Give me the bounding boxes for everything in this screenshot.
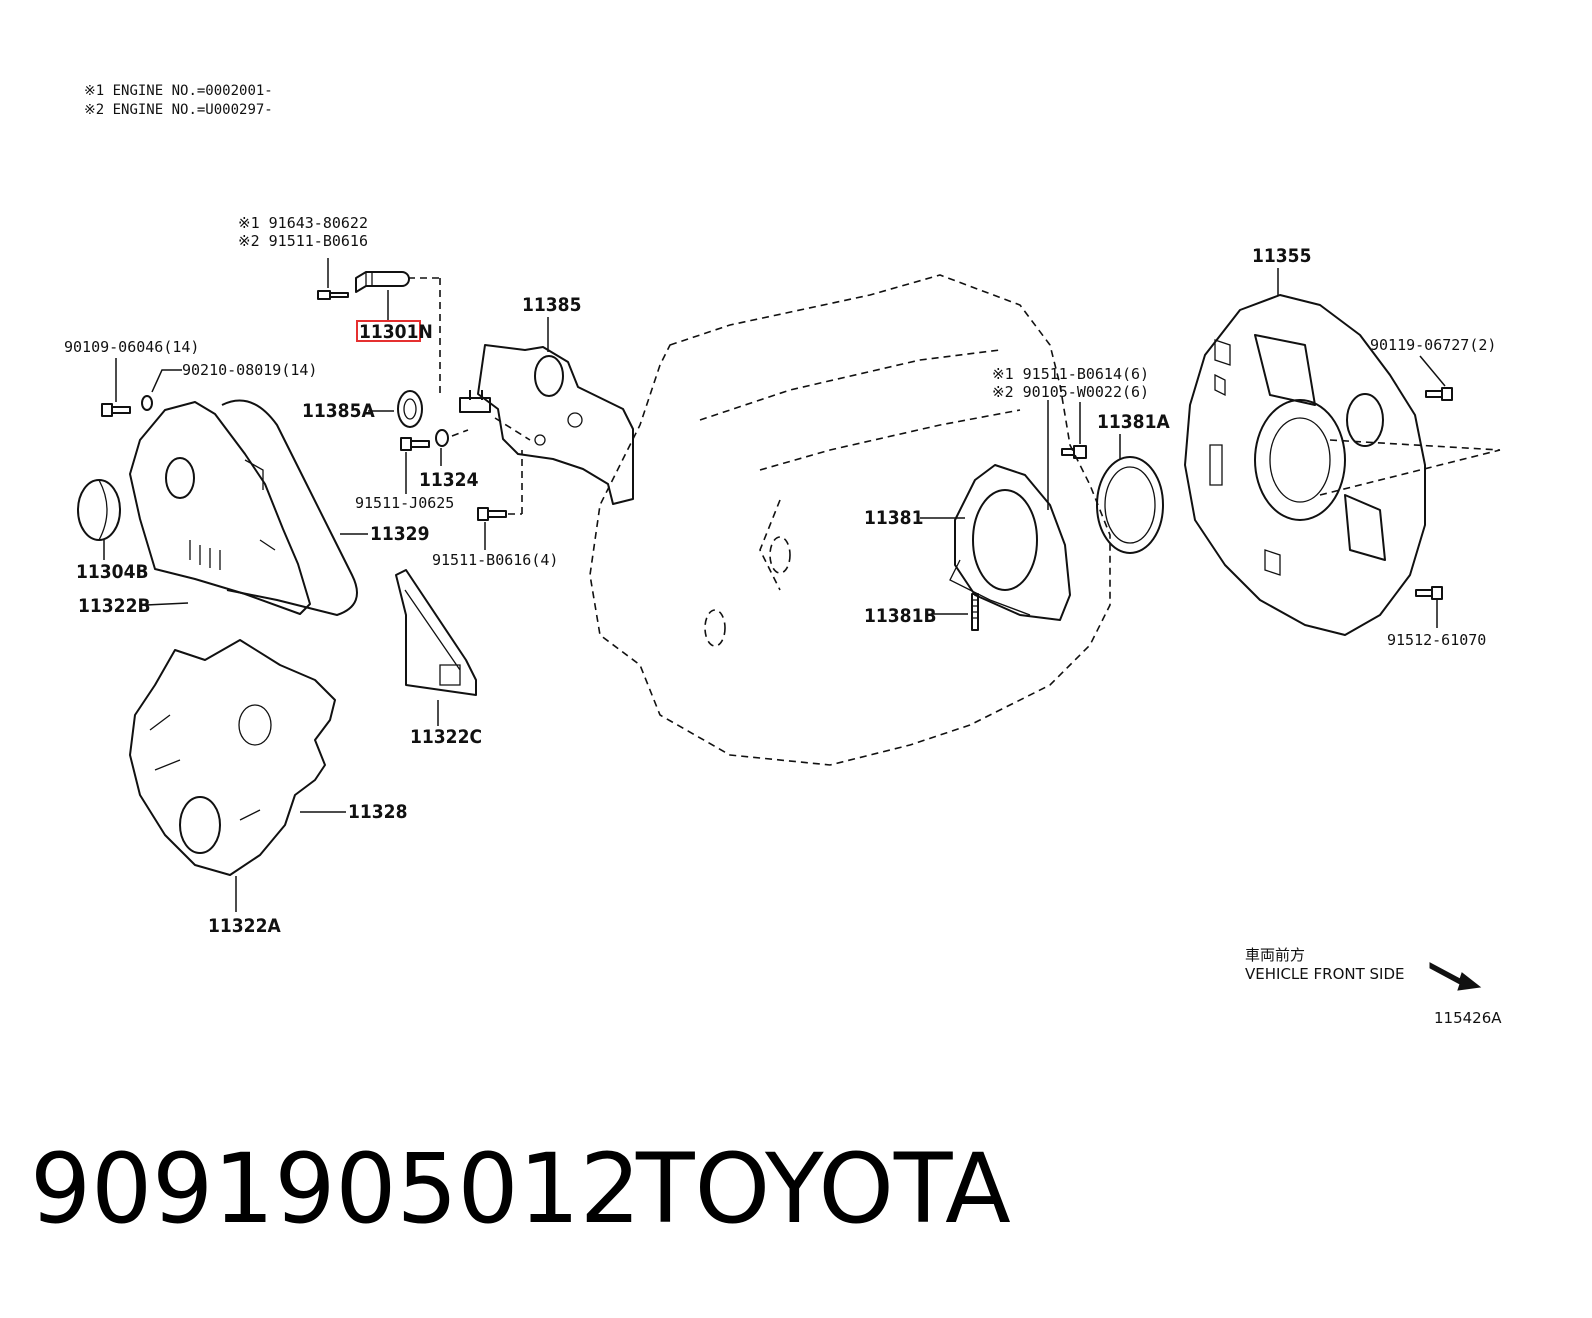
part-number-caption: 9091905012	[30, 1133, 641, 1245]
illustration-id: 115426A	[1434, 1009, 1502, 1027]
engine-block-icon	[589, 274, 1111, 766]
label-11322A[interactable]: 11322A	[208, 915, 281, 937]
label-11381A[interactable]: 11381A	[1097, 411, 1170, 433]
engine-note-2: ※2 ENGINE NO.=U000297-	[84, 102, 273, 118]
label-91643-80622[interactable]: ※1 91643-80622	[238, 214, 368, 232]
label-11304B[interactable]: 11304B	[76, 561, 149, 583]
label-11322C[interactable]: 11322C	[410, 726, 482, 748]
small-bolt-icon	[317, 258, 349, 300]
highlight-box	[356, 320, 421, 342]
end-plate-icon	[1184, 294, 1501, 636]
label-11322B[interactable]: 11322B	[78, 595, 151, 617]
cover-gasket-icon	[221, 399, 358, 616]
washer-icon-90210	[141, 395, 153, 411]
label-91511-B0616[interactable]: ※2 91511-B0616	[238, 232, 368, 250]
stud-icon	[971, 593, 979, 631]
rear-oil-seal-icon	[1096, 456, 1164, 554]
spacer-icon	[435, 429, 469, 447]
label-11381[interactable]: 11381	[864, 507, 923, 529]
seal-retainer-icon	[949, 400, 1071, 621]
label-91511-B0616-4[interactable]: 91511-B0616(4)	[432, 551, 558, 569]
cap-icon	[77, 479, 121, 560]
label-11385[interactable]: 11385	[522, 294, 581, 316]
bolt-icon-91511-B0616	[477, 450, 523, 550]
direction-label-en: VEHICLE FRONT SIDE	[1245, 965, 1405, 983]
upper-timing-cover-icon	[129, 401, 311, 615]
gasket-11322C-icon	[395, 569, 477, 726]
label-90210-08019[interactable]: 90210-08019(14)	[182, 361, 317, 379]
label-90119-06727[interactable]: 90119-06727(2)	[1370, 336, 1496, 354]
brand-caption: TOYOTA	[635, 1133, 1011, 1245]
label-11381B[interactable]: 11381B	[864, 605, 937, 627]
bolt-icon-90109	[101, 403, 131, 417]
label-91512-61070[interactable]: 91512-61070	[1387, 631, 1486, 649]
label-90109-06046[interactable]: 90109-06046(14)	[64, 338, 199, 356]
sensor-icon	[355, 271, 441, 398]
label-91511-B0614[interactable]: ※1 91511-B0614(6)	[992, 365, 1149, 383]
direction-label-jp: 車両前方	[1245, 946, 1305, 964]
oil-seal-icon	[397, 390, 423, 428]
label-11301N[interactable]: 11301N	[359, 321, 433, 343]
front-arrow-icon	[1429, 962, 1482, 991]
label-90105-W0022[interactable]: ※2 90105-W0022(6)	[992, 383, 1149, 401]
bolt-icon-91512	[1415, 586, 1443, 628]
bolt-icon-90119	[1425, 387, 1453, 401]
bolt-icon-91511-J0625	[400, 437, 430, 494]
bolt-icon-91511-B0614	[1061, 402, 1087, 459]
lower-timing-cover-icon	[129, 639, 336, 876]
engine-note-1: ※1 ENGINE NO.=0002001-	[84, 83, 273, 99]
label-11324[interactable]: 11324	[419, 469, 479, 491]
timing-plate-icon	[459, 344, 634, 505]
label-11385A[interactable]: 11385A	[302, 400, 375, 422]
label-11329[interactable]: 11329	[370, 523, 429, 545]
label-11328[interactable]: 11328	[348, 801, 407, 823]
label-91511-J0625[interactable]: 91511-J0625	[355, 494, 454, 512]
label-11355[interactable]: 11355	[1252, 245, 1311, 267]
